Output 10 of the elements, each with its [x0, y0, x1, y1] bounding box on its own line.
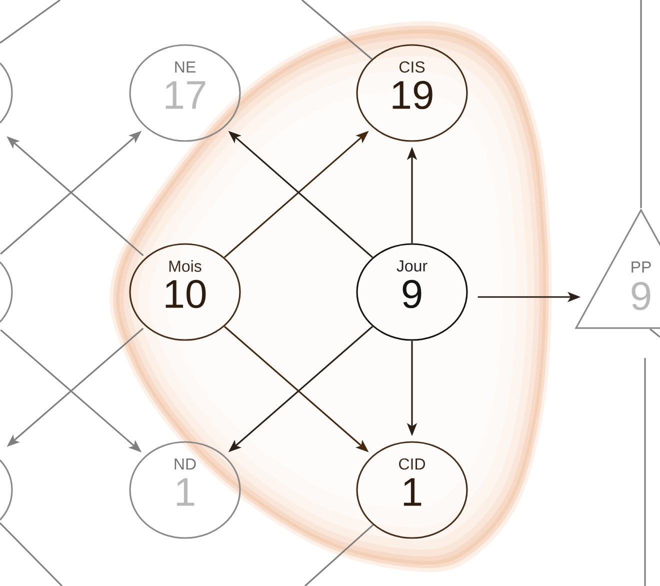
circle-node: NE 17 — [129, 44, 241, 142]
circle-node: Mois 10 — [129, 243, 241, 341]
circle-node: CID 1 — [356, 441, 468, 539]
connector-line — [0, 522, 63, 586]
connector-line — [640, 0, 642, 208]
circle-node: Jour 9 — [356, 243, 468, 341]
circle-node: CIS 19 — [356, 44, 468, 142]
connector-line — [301, 0, 372, 60]
connector-line — [304, 524, 374, 586]
circle-node: ND 1 — [129, 441, 241, 539]
